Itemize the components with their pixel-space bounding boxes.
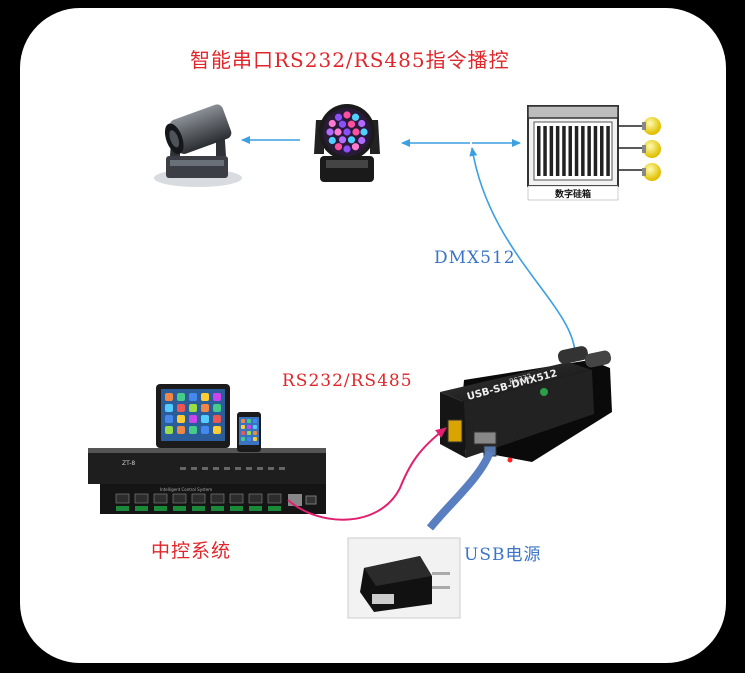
bulb-icon	[642, 163, 661, 181]
usb-power-adapter-icon	[347, 537, 461, 619]
central-control-unit-icon: ZT-8 Intelligent Control System	[88, 448, 326, 514]
light-bulbs	[618, 117, 661, 181]
central-control-label: 中控系统	[151, 540, 232, 562]
tablet-icon	[156, 384, 230, 448]
diagram-panel: 数字硅箱	[20, 8, 726, 663]
controller-brand: ZT-8	[122, 460, 135, 467]
bulb-icon	[642, 117, 661, 135]
digital-dimmer-icon: 数字硅箱	[527, 105, 619, 201]
controller-sub: Intelligent Control System	[160, 487, 212, 492]
dmx512-label: DMX512	[434, 248, 516, 268]
bulb-icon	[642, 140, 661, 158]
dmx-cable-line	[469, 147, 576, 361]
usb-cable	[426, 450, 494, 531]
rs232-rs485-label: RS232/RS485	[282, 371, 413, 391]
usb-dmx512-converter-icon: USB-SB-DMX512 RS232	[440, 346, 612, 463]
dimmer-label: 数字硅箱	[555, 188, 591, 200]
diagram-title: 智能串口RS232/RS485指令播控	[190, 48, 510, 72]
moving-head-spot-icon	[154, 104, 242, 187]
moving-head-wash-icon	[314, 104, 380, 182]
diagram-canvas: 数字硅箱	[88, 104, 661, 619]
phone-icon	[237, 412, 261, 452]
usb-power-label: USB电源	[464, 545, 542, 565]
rs232-cable-line	[287, 427, 447, 521]
